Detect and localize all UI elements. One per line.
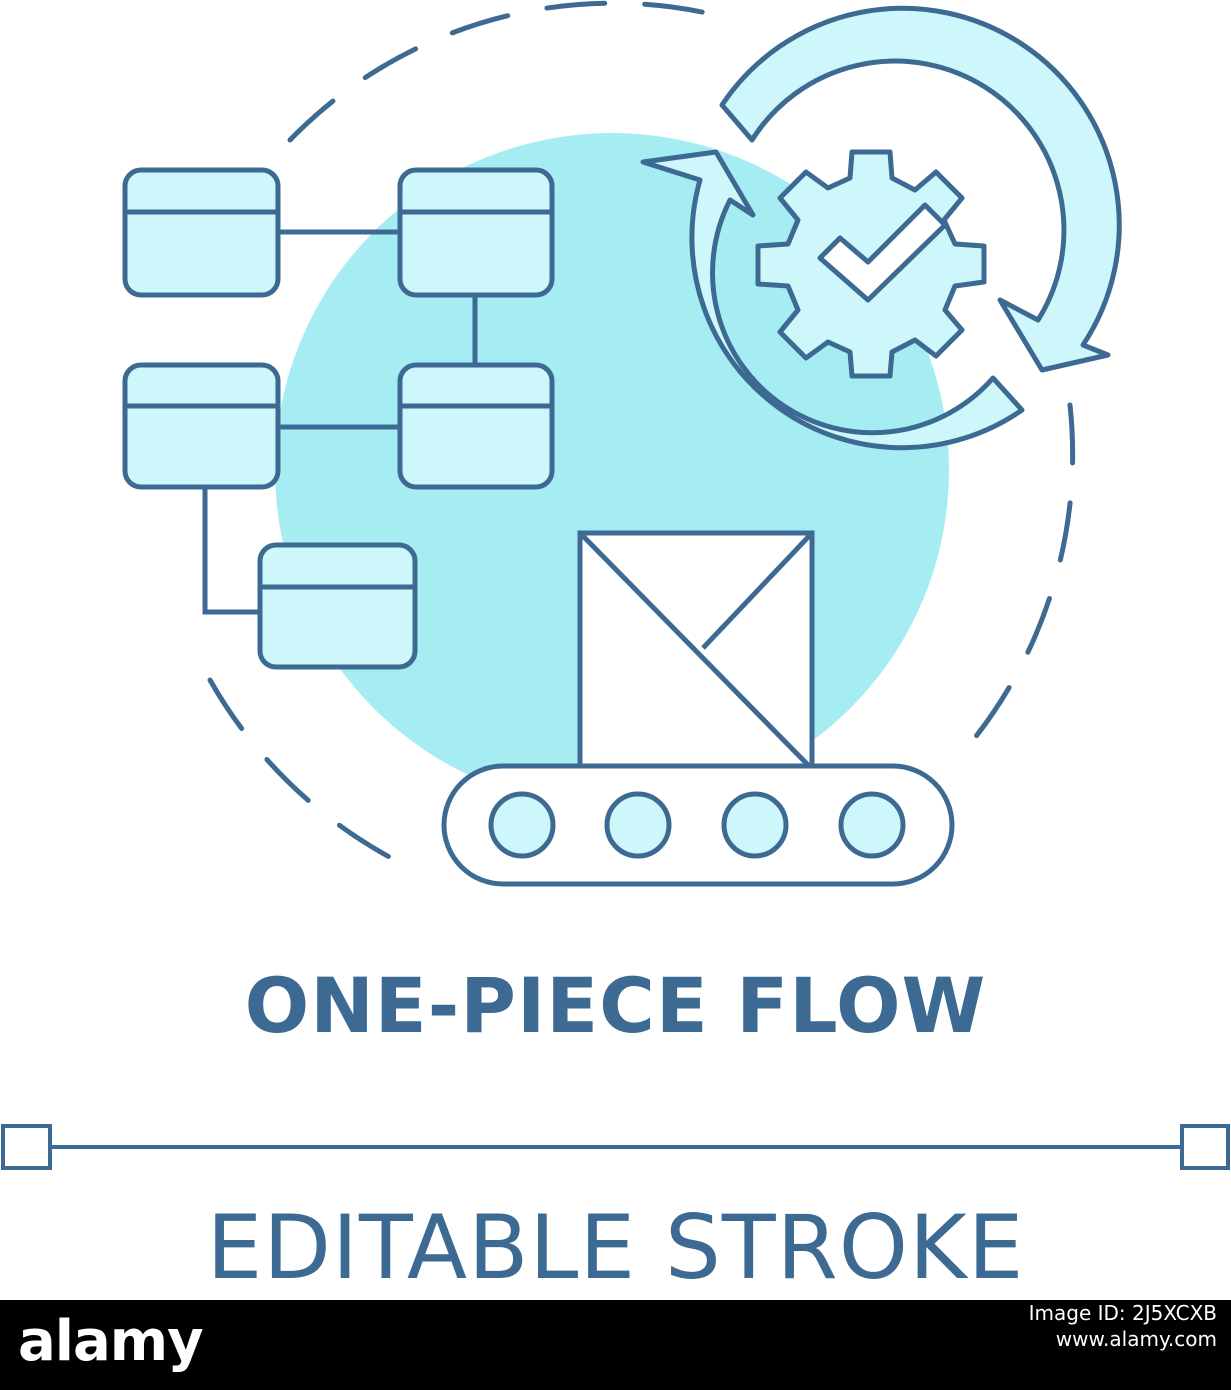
- brand-logo: alamy: [18, 1309, 204, 1374]
- one-piece-flow-illustration: [1, 0, 1230, 1170]
- conveyor-icon: [441, 763, 955, 887]
- editable-stroke-line: [1, 1124, 1230, 1170]
- subtitle: EDITABLE STROKE: [206, 1196, 1025, 1299]
- footer-bar: alamy Image ID: 2J5XCXB www.alamy.com: [0, 1300, 1231, 1390]
- title: ONE-PIECE FLOW: [244, 961, 987, 1050]
- image-id-label: Image ID: 2J5XCXB: [1028, 1301, 1217, 1325]
- flowchart-icon: [122, 167, 555, 670]
- site-url: www.alamy.com: [1055, 1327, 1217, 1351]
- image-id: Image ID: 2J5XCXB www.alamy.com: [971, 1300, 1231, 1352]
- cycle-arrows-icon: [640, 5, 1122, 451]
- box-icon: [577, 530, 815, 772]
- gear-check-icon: [755, 149, 987, 379]
- dashed-ring: [207, 0, 1076, 863]
